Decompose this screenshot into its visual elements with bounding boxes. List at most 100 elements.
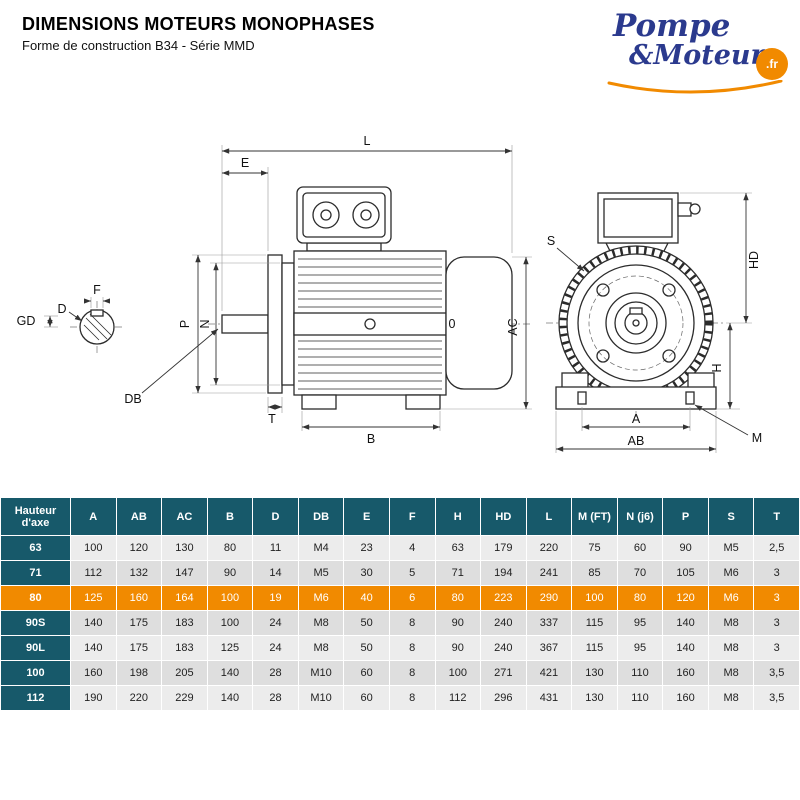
foot-rear [405,394,441,410]
flange-hole [596,349,610,363]
table-cell: 60 [616,535,664,561]
dim-label-HD: HD [747,251,761,269]
table-cell: 8 [388,610,436,636]
table-cell: 75 [571,535,618,561]
bearing-shield [281,262,295,386]
dim-label-B: B [367,432,375,446]
column-header: T [753,497,800,536]
technical-drawing: F D GD L [17,134,762,453]
keyway-front [629,307,643,315]
table-cell: 140 [662,635,709,661]
table-cell: 70 [616,560,664,586]
column-header: E [343,497,390,536]
table-cell: 271 [480,660,527,686]
table-cell: 30 [343,560,390,586]
table-cell: 160 [662,685,709,711]
table-cell: 112 [434,685,482,711]
table-cell: 6 [388,585,436,611]
base-slot-right [685,391,695,405]
table-cell: M10 [297,660,345,686]
logo-text-pompe: Pompe [613,8,731,44]
table-cell: 63 [434,535,482,561]
table-cell: 85 [571,560,618,586]
table-cell: 28 [252,685,299,711]
page-header: DIMENSIONS MOTEURS MONOPHASES Forme de c… [22,14,375,53]
foot-front [301,394,337,410]
column-header: B [206,497,254,536]
table-cell: M8 [707,685,755,711]
column-header: S [707,497,755,536]
column-header: F [388,497,436,536]
table-cell: 290 [525,585,573,611]
table-cell: 3 [753,610,800,636]
table-cell: 24 [252,610,299,636]
table-cell: 367 [525,635,573,661]
table-cell: 140 [206,685,254,711]
table-cell: M8 [707,635,755,661]
table-cell: 115 [571,610,618,636]
table-cell: M6 [707,560,755,586]
table-cell: 229 [161,685,208,711]
table-cell: 241 [525,560,573,586]
table-cell: 183 [161,610,208,636]
row-header: 90L [0,635,71,661]
table-cell: 24 [252,635,299,661]
base-plate [555,386,717,410]
motor-front-view: S HD H A AB M [546,192,762,453]
table-cell: 60 [343,660,390,686]
table-cell: 5 [388,560,436,586]
table-cell: 3,5 [753,685,800,711]
bolt-circle [588,275,684,371]
table-cell: M4 [297,535,345,561]
table-cell: 240 [480,610,527,636]
table-cell: 115 [571,635,618,661]
dim-label-A: A [632,412,641,426]
table-cell: 80 [206,535,254,561]
shaft [221,314,269,334]
flange-disc [267,254,283,394]
column-header: N (j6) [616,497,664,536]
table-cell: 90 [662,535,709,561]
table-cell: 112 [70,560,117,586]
page-title: DIMENSIONS MOTEURS MONOPHASES [22,14,375,34]
table-cell: 223 [480,585,527,611]
table-cell: 431 [525,685,573,711]
column-header: Hauteur d'axe [0,497,71,536]
table-cell: 120 [115,535,163,561]
shaft-section-detail: F D GD [17,283,124,353]
logo-swoosh [607,80,783,94]
table-cell: 100 [571,585,618,611]
table-cell: 164 [161,585,208,611]
table-cell: 100 [70,535,117,561]
table-cell: M10 [297,685,345,711]
dim-label-E: E [241,156,249,170]
dim-label-P: P [178,320,192,328]
column-header: P [662,497,709,536]
table-cell: 71 [434,560,482,586]
terminal-box-front [597,192,679,244]
table-cell: 3 [753,585,800,611]
terminal-box-neck [306,242,382,252]
table-cell: 8 [388,660,436,686]
table-cell: 140 [206,660,254,686]
table-cell: 220 [115,685,163,711]
table-cell: M6 [707,585,755,611]
table-cell: 140 [70,610,117,636]
dim-label-L: L [364,134,371,148]
table-cell: 11 [252,535,299,561]
column-header: AC [161,497,208,536]
row-header: 80 [0,585,71,611]
table-cell: 100 [206,610,254,636]
table-cell: 4 [388,535,436,561]
table-cell: 175 [115,635,163,661]
row-header: 100 [0,660,71,686]
table-cell: 337 [525,610,573,636]
table-cell: 80 [616,585,664,611]
